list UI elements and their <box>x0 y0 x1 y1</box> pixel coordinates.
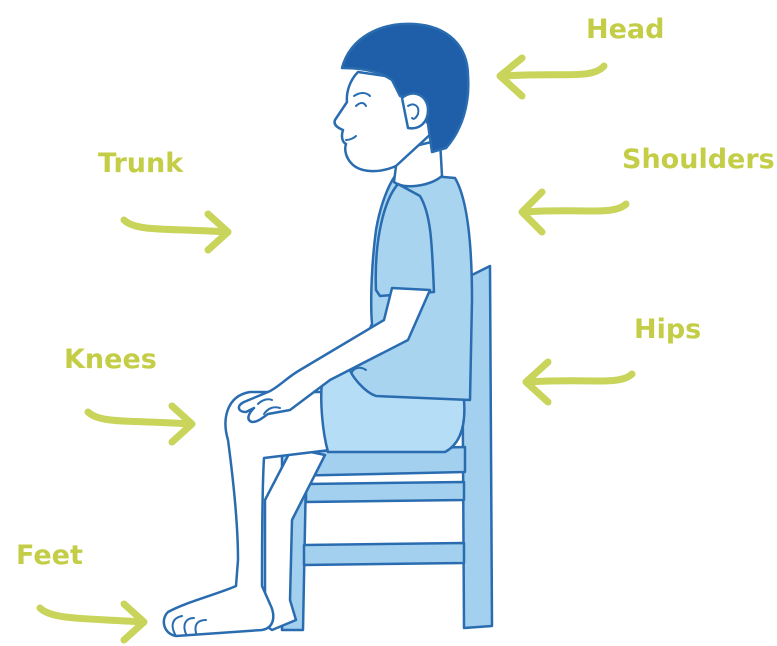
ear <box>402 94 428 129</box>
feet-arrow <box>40 604 144 640</box>
label-shoulders: Shoulders <box>622 144 775 175</box>
label-head: Head <box>586 14 664 45</box>
label-trunk: Trunk <box>98 148 184 179</box>
trunk-arrow <box>124 214 228 250</box>
label-feet: Feet <box>16 540 83 571</box>
label-hips: Hips <box>634 314 701 345</box>
label-knees: Knees <box>64 344 157 375</box>
chair-rung-lower <box>304 543 464 565</box>
head-arrow <box>500 58 604 96</box>
knees-arrow <box>88 406 192 442</box>
shoulders-arrow <box>522 192 626 232</box>
hips-arrow <box>526 362 632 402</box>
chair-rung-upper <box>306 482 464 502</box>
